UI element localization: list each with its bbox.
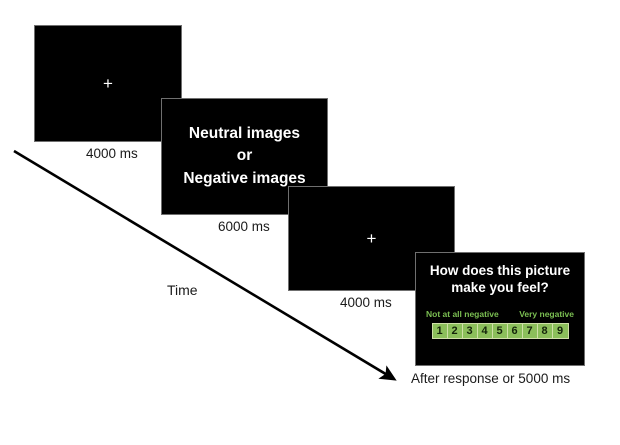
rating-scale-cell-3[interactable]: 3 <box>462 324 478 339</box>
panel-fixation-1: + <box>34 25 182 142</box>
rating-anchor-high: Very negative <box>519 308 574 319</box>
rating-question-line-1: How does this picture <box>429 263 571 278</box>
fixation-cross-icon: + <box>366 229 377 248</box>
caption-stimulus: 6000 ms <box>218 219 270 234</box>
panel-rating: How does this picture make you feel? Not… <box>415 252 585 366</box>
stimulus-line-1: Neutral images <box>188 124 301 142</box>
stimulus-line-3: Negative images <box>183 169 306 187</box>
caption-rating: After response or 5000 ms <box>411 371 571 386</box>
rating-scale-cell-7[interactable]: 7 <box>522 324 538 339</box>
rating-scale-cell-6[interactable]: 6 <box>507 324 523 339</box>
rating-scale-cell-2[interactable]: 2 <box>447 324 463 339</box>
caption-fixation-1: 4000 ms <box>86 146 138 161</box>
rating-anchor-low: Not at all negative <box>426 308 499 319</box>
rating-anchors: Not at all negative Very negative <box>424 310 576 319</box>
rating-question-line-2: make you feel? <box>451 280 549 296</box>
rating-scale-cell-1[interactable]: 1 <box>432 324 448 339</box>
caption-fixation-2: 4000 ms <box>340 295 392 310</box>
rating-scale-cell-5[interactable]: 5 <box>492 324 508 339</box>
rating-scale-cell-9[interactable]: 9 <box>552 324 568 339</box>
rating-scale-cell-8[interactable]: 8 <box>537 324 553 339</box>
fixation-cross-icon: + <box>103 74 113 93</box>
stimulus-line-2: or <box>236 147 253 165</box>
rating-question: How does this picture make you feel? <box>430 262 570 297</box>
time-axis-label: Time <box>167 282 198 298</box>
rating-scale-cell-4[interactable]: 4 <box>477 324 493 339</box>
